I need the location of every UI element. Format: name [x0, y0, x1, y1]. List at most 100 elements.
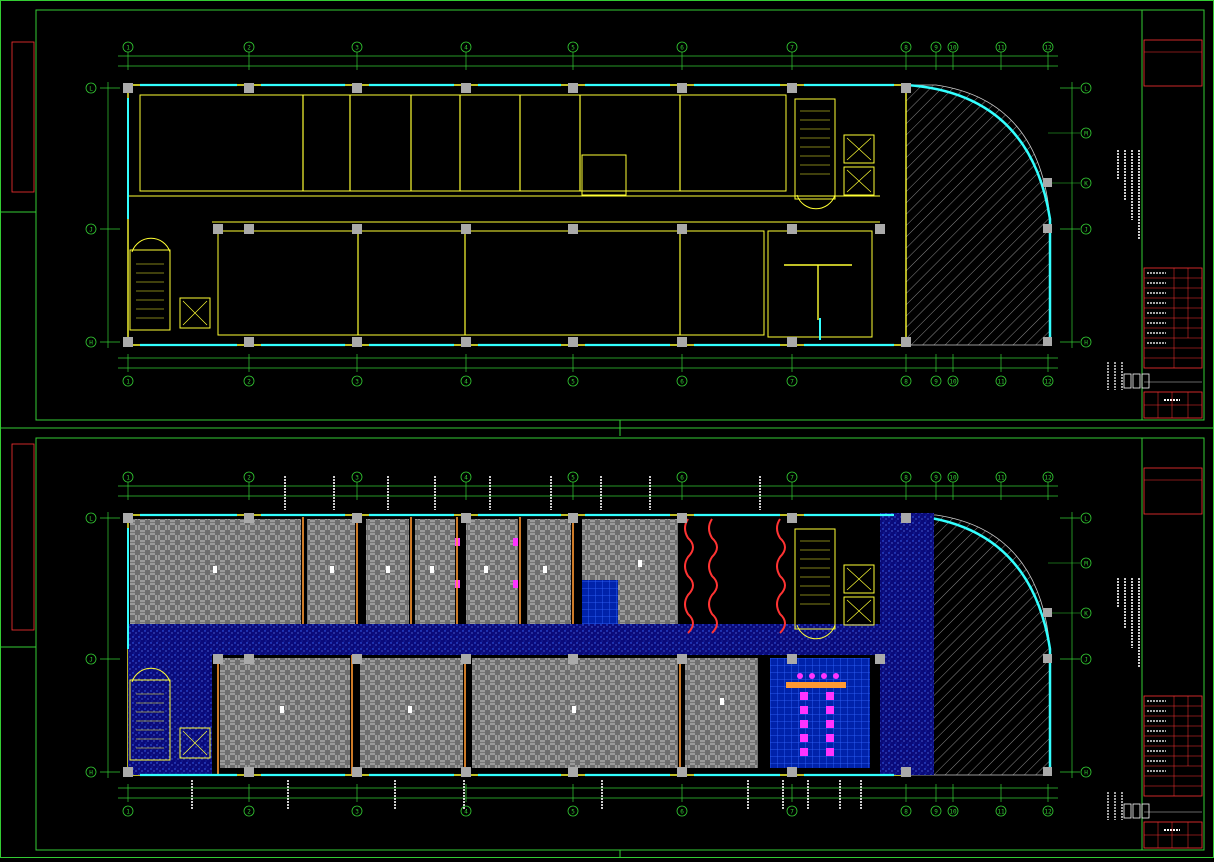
grid-bubble-col [676, 805, 688, 817]
structural-column [677, 83, 687, 93]
elevator-east [843, 166, 875, 196]
grid-label-col: 2 [247, 809, 251, 816]
structural-column [461, 337, 471, 347]
structural-column [1043, 767, 1052, 776]
toilet-fixture [826, 720, 834, 728]
plan-bottom-windows [127, 513, 894, 777]
grid-label-row: J [89, 227, 93, 234]
grid-label-col: 11 [997, 379, 1005, 386]
upper-rooms-outline [139, 94, 787, 192]
room-tag [543, 566, 547, 573]
grid-bubble-col [1042, 375, 1054, 387]
structural-column [568, 337, 578, 347]
grid-label-col: 4 [464, 45, 468, 52]
grid-bubble-col [243, 471, 255, 483]
floor-room-upper [527, 519, 571, 632]
grid-bubble-col [1042, 471, 1054, 483]
grid-label-col: 1 [126, 45, 130, 52]
structural-column [1043, 608, 1052, 617]
structural-column [352, 224, 362, 234]
grid-label-col: 6 [680, 475, 684, 482]
grid-bubble-row [1080, 512, 1092, 524]
sink-fixture [809, 673, 815, 679]
grid-label-col: 12 [1044, 809, 1052, 816]
grid-label-col: 11 [997, 475, 1005, 482]
grid-bubble-col [900, 41, 912, 53]
toilet-fixture [800, 748, 808, 756]
grid-bubble-col [930, 375, 942, 387]
floor-room-upper [307, 519, 355, 632]
grid-label-col: 9 [934, 809, 938, 816]
grid-label-row: L [1084, 86, 1088, 93]
floor-room-upper [366, 519, 409, 632]
grid-bubble-col [122, 375, 134, 387]
grid-label-col: 1 [126, 379, 130, 386]
grid-bubble-col [567, 41, 579, 53]
grid-bubble-col [676, 471, 688, 483]
plan-bottom-stair-west [129, 667, 211, 761]
restroom-floor [770, 658, 870, 768]
floor-room-upper [415, 519, 455, 632]
toilet-fixture [826, 734, 834, 742]
structural-column [568, 654, 578, 664]
grid-label-col: 12 [1044, 379, 1052, 386]
grid-label-col: 10 [949, 475, 957, 482]
structural-column [461, 224, 471, 234]
toilet-fixture [800, 706, 808, 714]
toilet-fixture [826, 706, 834, 714]
toilet-fixture [826, 748, 834, 756]
floor-room-lower [220, 658, 350, 768]
grid-bubble-col [567, 375, 579, 387]
room-tag [720, 698, 724, 705]
structural-column [123, 767, 133, 777]
grid-bubble-col [947, 471, 959, 483]
structural-column [677, 224, 687, 234]
grid-bubble-col [900, 805, 912, 817]
grid-bubble-col [995, 375, 1007, 387]
elevator-east [843, 134, 875, 164]
grid-label-col: 11 [997, 45, 1005, 52]
grid-label-col: 3 [355, 475, 359, 482]
grid-bubble-col [947, 805, 959, 817]
structural-column [1043, 224, 1052, 233]
marker [513, 538, 518, 546]
structural-column [123, 513, 133, 523]
title-block-2 [1107, 467, 1203, 849]
grid-label-col: 7 [790, 45, 794, 52]
grid-label-col: 8 [904, 379, 908, 386]
structural-column [787, 83, 797, 93]
grid-label-col: 12 [1044, 45, 1052, 52]
grid-label-col: 9 [934, 379, 938, 386]
grid-label-row: J [89, 657, 93, 664]
plan-bottom-floor-finishes [128, 476, 934, 810]
grid-label-row: M [1084, 131, 1088, 138]
structural-column [901, 83, 911, 93]
grid-label-col: 1 [126, 475, 130, 482]
structural-column [123, 83, 133, 93]
grid-bubble-row [85, 653, 97, 665]
elevator-west [179, 727, 211, 759]
grid-bubble-col [947, 41, 959, 53]
floor-room-upper [466, 519, 518, 632]
plan-top-partitions [128, 94, 880, 340]
structural-column [244, 513, 254, 523]
structural-column [352, 767, 362, 777]
grid-label-row: L [89, 86, 93, 93]
grid-bubble-col [351, 41, 363, 53]
grid-bubble-row [1080, 82, 1092, 94]
grid-bubble-row [1080, 223, 1092, 235]
grid-bubble-row [1080, 127, 1092, 139]
structural-column [244, 224, 254, 234]
grid-bubble-row [1080, 177, 1092, 189]
structural-column [568, 767, 578, 777]
grid-label-col: 6 [680, 45, 684, 52]
grid-label-col: 11 [997, 809, 1005, 816]
room-tag [213, 566, 217, 573]
grid-label-col: 4 [464, 809, 468, 816]
grid-bubble-col [460, 375, 472, 387]
room-tag [638, 560, 642, 567]
structural-column [568, 224, 578, 234]
grid-bubble-row [85, 766, 97, 778]
